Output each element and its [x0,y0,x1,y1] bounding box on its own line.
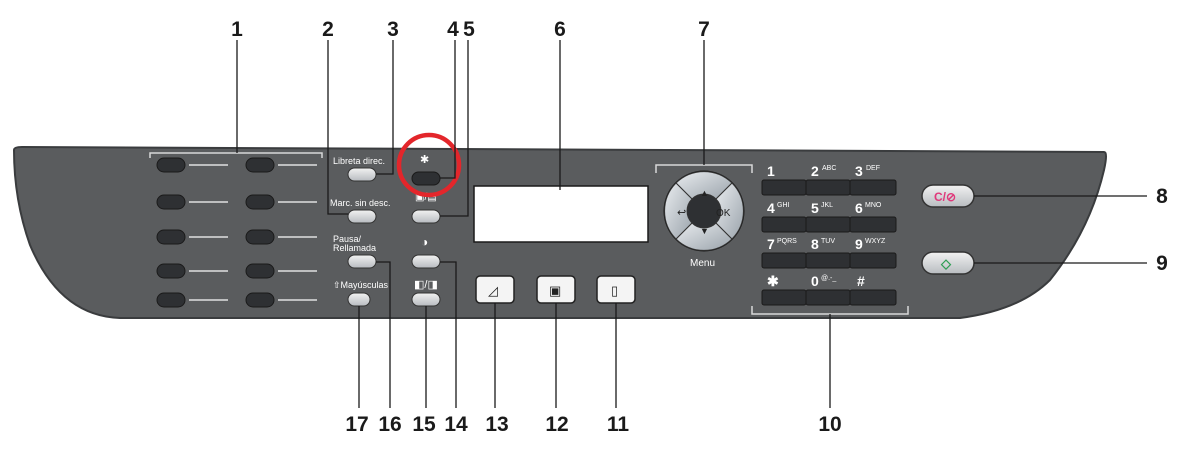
one-touch-key[interactable] [245,229,317,245]
keypad-key-9[interactable] [849,252,897,269]
one-touch-key[interactable] [156,229,228,245]
callout-14: 14 [444,413,468,436]
key-hash-label: # [857,273,865,289]
callout-bracket-1 [149,152,323,158]
nav-back-key[interactable] [664,182,693,240]
original-type-button[interactable] [411,292,441,307]
one-touch-key[interactable] [245,194,317,210]
keypad-key-8[interactable] [805,252,851,269]
one-touch-key[interactable] [245,263,317,279]
one-touch-key[interactable] [156,263,228,279]
up-arrow-icon: ▲ [700,188,709,198]
callout-9: 9 [1156,252,1168,275]
callout-7: 7 [698,18,710,41]
callout-5: 5 [463,18,475,41]
keypad-key-1[interactable] [761,179,807,196]
scanner-icon: ◿ [488,283,498,298]
callout-1: 1 [231,18,243,41]
callout-16: 16 [378,413,401,436]
navigation-pad: ▲ ▼ ↩ OK [663,170,745,252]
key-0-letters: @.-_ [821,275,836,282]
callout-6: 6 [554,18,566,41]
key-6-letters: MNO [865,202,882,209]
callout-15: 15 [412,413,436,436]
menu-label: Menu [690,258,715,269]
callout-4: 4 [447,18,459,41]
key-3-label: 3 [855,163,863,179]
on-hook-dial-label: Marc. sin desc. [330,198,391,208]
callout-17: 17 [345,413,368,436]
density-button[interactable] [411,254,441,269]
key-8-letters: TUV [821,238,835,245]
start-icon: ◇ [940,256,952,271]
highlight-circle [396,132,462,198]
fax-mode-icon: ▣/▤ [415,192,437,203]
keypad-key-7[interactable] [761,252,807,269]
keypad-key-3[interactable] [849,179,897,196]
key-9-letters: WXYZ [865,238,886,245]
one-touch-key[interactable] [156,157,228,173]
ok-label: OK [716,208,731,219]
key-7-letters: PQRS [777,238,797,245]
key-6-label: 6 [855,200,863,216]
key-1-label: 1 [767,163,775,179]
one-touch-key[interactable] [156,292,228,308]
keypad-key-star[interactable] [761,289,807,306]
energy-saver-button[interactable] [411,171,441,186]
pause-redial-button[interactable] [347,254,377,269]
keypad-key-4[interactable] [761,216,807,233]
pause-redial-label: Pausa/ [333,234,362,244]
one-touch-keys [156,157,317,308]
keypad-key-5[interactable] [805,216,851,233]
key-4-label: 4 [767,200,775,216]
keypad-key-6[interactable] [849,216,897,233]
clear-stop-label: C/⊘ [934,190,956,204]
copy-icon: ▯ [611,283,618,298]
address-book-button[interactable] [347,167,377,182]
callout-10: 10 [818,413,841,436]
callout-12: 12 [545,413,568,436]
key-0-label: 0 [811,273,819,289]
callout-2: 2 [322,18,334,41]
fax-icon: ▣ [549,283,561,298]
callout-11: 11 [607,413,630,436]
energy-saver-icon: ✱ [420,154,429,166]
leader-lines [236,40,1147,408]
resolution-button[interactable] [411,209,441,224]
nav-ok-key[interactable] [715,182,744,240]
shift-button[interactable] [347,292,371,307]
back-icon: ↩ [677,207,686,219]
key-4-letters: GHI [777,202,790,209]
key-3-letters: DEF [866,165,880,172]
key-8-label: 8 [811,236,819,252]
key-star-label: ✱ [767,273,779,289]
down-arrow-icon: ▼ [700,226,709,236]
keypad-key-0[interactable] [805,289,851,306]
callout-13: 13 [485,413,508,436]
key-2-label: 2 [811,163,819,179]
density-icon: ◑ [421,235,428,249]
keypad-key-hash[interactable] [849,289,897,306]
lcd-display [473,185,649,243]
pause-redial-label-2: Rellamada [333,243,376,253]
callout-3: 3 [387,18,399,41]
key-9-label: 9 [855,236,863,252]
key-5-letters: JKL [821,202,833,209]
address-book-label: Libreta direc. [333,156,385,166]
one-touch-key[interactable] [245,157,317,173]
one-touch-key[interactable] [245,292,317,308]
one-touch-key[interactable] [156,194,228,210]
keypad-key-2[interactable] [805,179,851,196]
numeric-keypad: 1 2 ABC 3 DEF 4 GHI 5 JKL 6 MNO 7 PQRS 8… [761,163,897,306]
on-hook-dial-button[interactable] [347,209,377,224]
key-7-label: 7 [767,236,775,252]
key-2-letters: ABC [822,165,836,172]
key-5-label: 5 [811,200,819,216]
shift-label: ⇧Mayúsculas [333,280,389,290]
original-type-icon: ◧/◨ [414,279,438,291]
callout-8: 8 [1156,185,1168,208]
